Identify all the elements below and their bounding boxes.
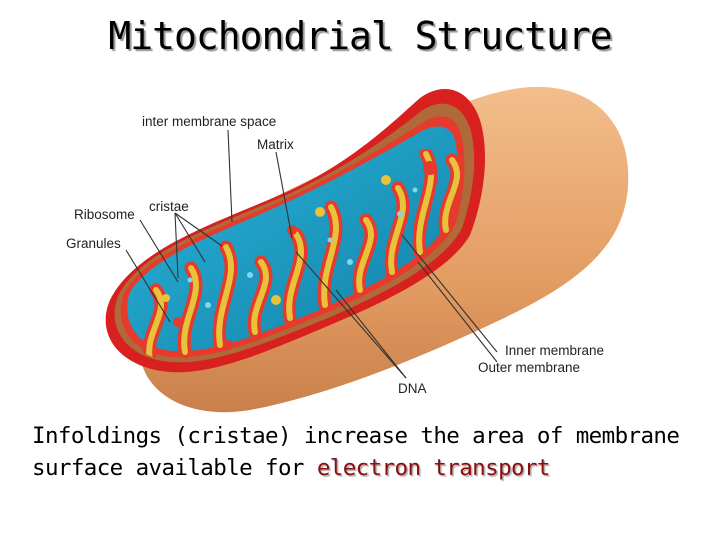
granule-dot	[423, 161, 437, 175]
leader-lines	[125, 129, 498, 379]
caption: Infoldings (cristae) increase the area o…	[32, 420, 712, 484]
granule-dot	[162, 294, 170, 302]
label-ribosome: Ribosome	[74, 207, 135, 222]
caption-highlight: electron transport	[316, 455, 551, 481]
crista-fold-inner	[181, 265, 199, 355]
crista-fold-inner	[442, 157, 460, 233]
granule-dot	[327, 237, 333, 243]
label-outer-membrane: Outer membrane	[478, 360, 580, 375]
granule-dot	[187, 277, 193, 283]
label-dna: DNA	[398, 381, 427, 396]
label-granules: Granules	[66, 236, 121, 251]
crista-fold-inner	[216, 244, 234, 348]
caption-line-1: Infoldings (cristae) increase the area o…	[32, 423, 680, 449]
page-title: Mitochondrial Structure	[108, 14, 612, 58]
crista-fold-inner	[286, 231, 304, 321]
crista-fold-inner	[388, 185, 406, 275]
granule-dot	[173, 317, 183, 327]
granule-dot	[205, 302, 211, 308]
granule-dot	[347, 259, 353, 265]
label-inter-membrane-space: inter membrane space	[142, 114, 276, 129]
granule-dot	[223, 340, 233, 350]
label-matrix: Matrix	[257, 137, 294, 152]
granule-dot	[397, 211, 403, 217]
granule-dot	[315, 207, 325, 217]
crista-fold-inner	[321, 204, 339, 308]
crista-fold-inner	[356, 217, 374, 293]
granule-dot	[271, 295, 281, 305]
label-cristae: cristae	[149, 199, 189, 214]
caption-line-2-prefix: surface available for	[32, 455, 317, 481]
granule-dot	[287, 225, 297, 235]
granule-dot	[412, 187, 418, 193]
caption-line-2: surface available for electron transport	[32, 452, 712, 484]
granule-dot	[381, 175, 391, 185]
crista-fold-inner	[146, 287, 164, 361]
crista-fold-inner	[251, 259, 269, 335]
cristae-folds	[142, 149, 464, 361]
label-inner-membrane: Inner membrane	[505, 343, 604, 358]
granule-dot	[247, 272, 253, 278]
